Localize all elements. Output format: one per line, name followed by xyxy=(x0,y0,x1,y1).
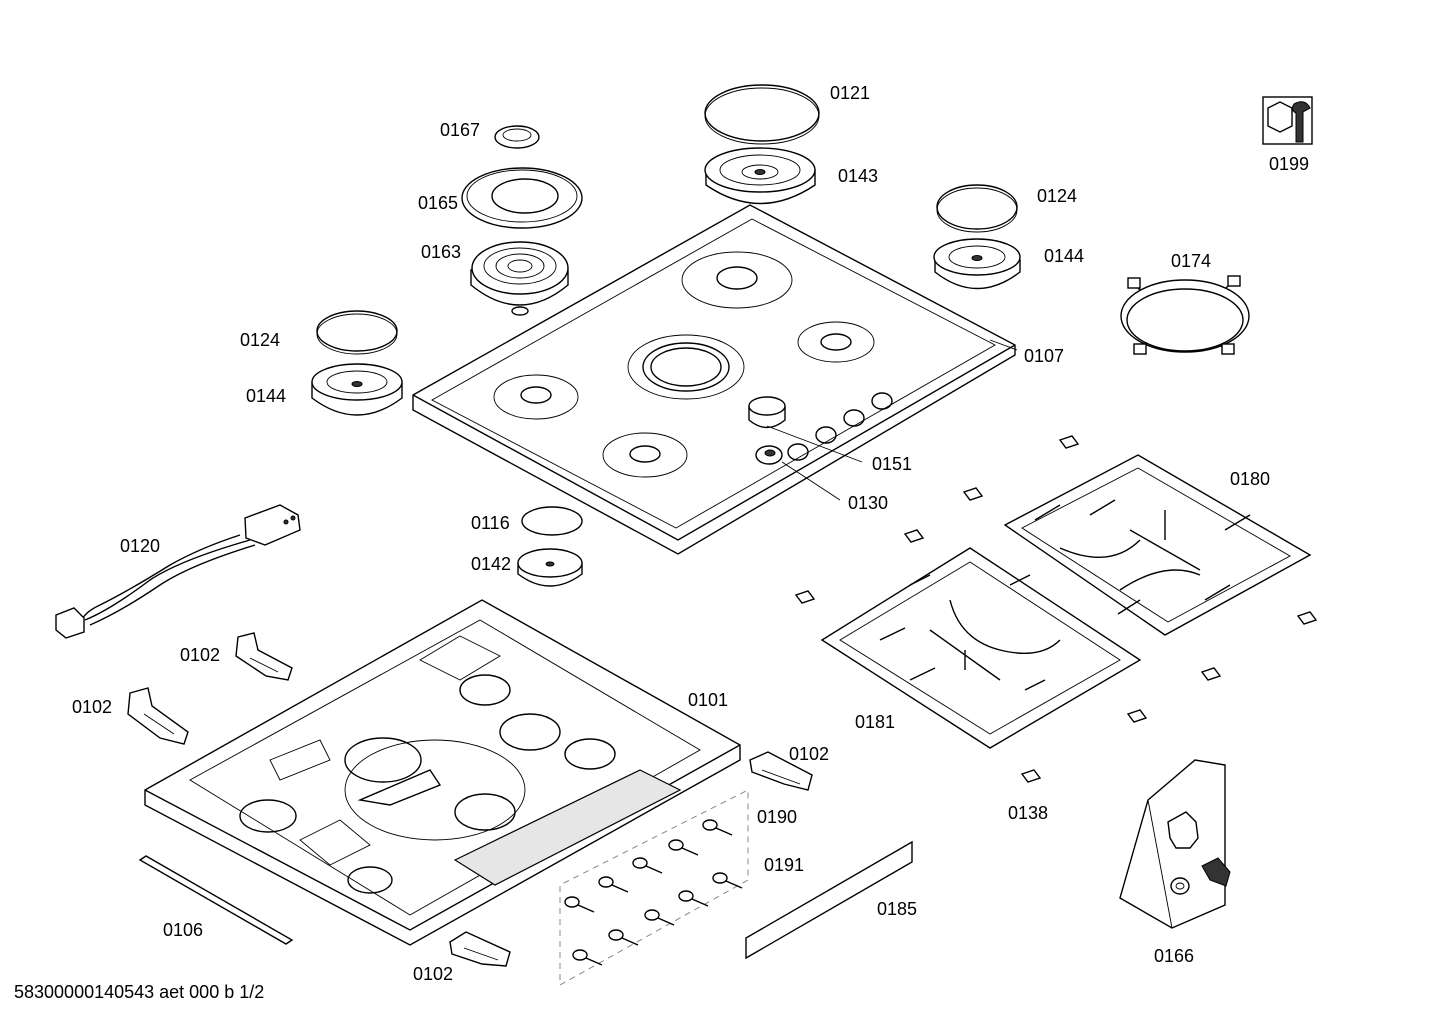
part-label-0165: 0165 xyxy=(418,193,459,213)
screw xyxy=(668,839,699,856)
part-label-0181: 0181 xyxy=(855,712,896,732)
part-label-0102-d: 0102 xyxy=(413,964,454,984)
screw xyxy=(608,929,639,946)
part-label-0142: 0142 xyxy=(471,554,512,574)
screw xyxy=(598,876,629,893)
part-label-0185: 0185 xyxy=(877,899,918,919)
document-reference: 58300000140543 aet 000 b 1/2 xyxy=(14,982,265,1002)
pan-support-0180 xyxy=(1003,454,1312,636)
part-label-0107: 0107 xyxy=(1024,346,1065,366)
part-label-0106: 0106 xyxy=(163,920,204,940)
burner-base-0142 xyxy=(517,548,583,587)
pan-support-0181 xyxy=(820,547,1142,749)
screw xyxy=(702,819,733,836)
part-label-0124-right: 0124 xyxy=(1037,186,1078,206)
strip-0185 xyxy=(745,840,913,960)
burner-cap-0124-right xyxy=(936,184,1018,233)
part-label-0174: 0174 xyxy=(1171,251,1212,271)
part-label-0151: 0151 xyxy=(872,454,913,474)
part-label-0143: 0143 xyxy=(838,166,879,186)
part-label-0163: 0163 xyxy=(421,242,462,262)
part-label-0190: 0190 xyxy=(757,807,798,827)
leader-lines xyxy=(989,339,1018,351)
part-label-0138: 0138 xyxy=(1008,803,1049,823)
wrench-icon xyxy=(1262,96,1313,145)
part-label-0101: 0101 xyxy=(688,690,729,710)
fixing-clip-0102-a xyxy=(235,632,293,681)
part-label-0180: 0180 xyxy=(1230,469,1271,489)
base-tray-0101 xyxy=(144,599,741,946)
fixing-clip-0102-d xyxy=(449,931,511,967)
part-label-0102-a: 0102 xyxy=(180,645,221,665)
part-label-0167: 0167 xyxy=(440,120,481,140)
burner-cap-0124-left xyxy=(316,310,398,355)
part-label-0144-left: 0144 xyxy=(246,386,287,406)
hob-top-plate-0107 xyxy=(412,204,1016,555)
ignition-button-0130 xyxy=(755,445,841,501)
screw xyxy=(632,857,663,874)
part-label-0124-left: 0124 xyxy=(240,330,281,350)
rubber-feet-0138 xyxy=(794,435,1318,783)
part-label-0116: 0116 xyxy=(471,513,510,533)
part-label-0191: 0191 xyxy=(764,855,805,875)
part-label-0120: 0120 xyxy=(120,536,161,556)
burner-cap-0167 xyxy=(494,125,540,149)
control-knob-0151 xyxy=(748,396,863,463)
part-label-0102-b: 0102 xyxy=(72,697,113,717)
part-label-0144-right: 0144 xyxy=(1044,246,1085,266)
burner-base-0163 xyxy=(470,241,569,316)
part-label-0102-c: 0102 xyxy=(789,744,830,764)
screw xyxy=(678,890,709,907)
wok-support-ring-0174 xyxy=(1120,275,1250,355)
part-label-0121: 0121 xyxy=(830,83,871,103)
burner-base-0144-left xyxy=(311,363,403,416)
screw xyxy=(572,949,603,966)
part-label-0199: 0199 xyxy=(1269,154,1310,174)
burner-base-0144-right xyxy=(933,238,1021,290)
screw xyxy=(644,909,675,926)
burner-base-0143 xyxy=(704,147,816,205)
part-label-0130: 0130 xyxy=(848,493,889,513)
screw-set-0190-0191 xyxy=(559,789,749,986)
sealing-strip-0106 xyxy=(138,855,294,945)
conversion-kit-bag-0166 xyxy=(1119,759,1231,929)
fixing-clip-0102-b xyxy=(127,687,189,745)
screw xyxy=(712,872,743,889)
fixing-clip-0102-c xyxy=(749,751,813,791)
part-label-0166: 0166 xyxy=(1154,946,1195,966)
screw xyxy=(564,896,595,913)
burner-cap-0121 xyxy=(704,84,820,145)
burner-cap-0116 xyxy=(521,506,583,536)
flame-spreader-0165 xyxy=(461,167,583,229)
power-cable-0120 xyxy=(55,504,301,639)
